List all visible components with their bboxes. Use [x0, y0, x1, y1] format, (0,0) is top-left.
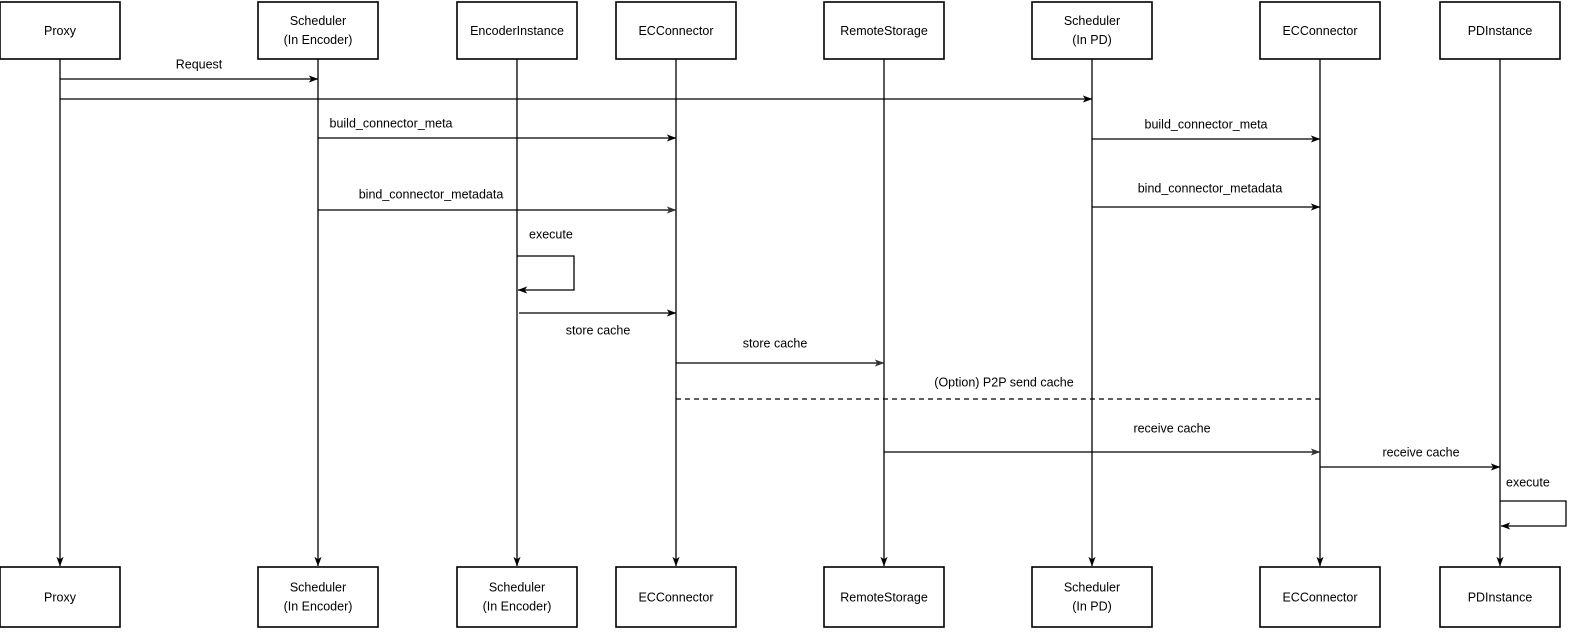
message-label: execute [1506, 475, 1550, 489]
message-bind-connector-metadata-right[interactable]: bind_connector_metadata [1092, 181, 1321, 211]
message-label: store cache [743, 336, 808, 350]
participant-bottom-remote_store_b[interactable]: RemoteStorage [823, 566, 945, 628]
participant-label-line1: Scheduler [290, 580, 346, 594]
participant-top-pd_inst[interactable]: PDInstance [1439, 1, 1561, 60]
messages-group: Request build_connector_meta build_connect… [60, 57, 1567, 530]
participant-box-rect [0, 1, 121, 60]
participant-box-rect [257, 566, 379, 628]
participant-label-line1: Scheduler [489, 580, 545, 594]
message-receive-cache-ecr-to-pd[interactable]: receive cache [1320, 445, 1501, 471]
participant-box-rect [1031, 1, 1153, 60]
participant-label-line1: Proxy [44, 590, 77, 604]
participant-label-line1: ECConnector [638, 590, 713, 604]
message-self-loop-path [517, 255, 575, 294]
participant-box-rect [1439, 1, 1561, 60]
participant-top-sched_pd[interactable]: Scheduler (In PD) [1031, 1, 1153, 60]
message-self-loop-path [1500, 500, 1567, 530]
participant-box-rect [1439, 566, 1561, 628]
participant-label-line1: Scheduler [1064, 580, 1120, 594]
participant-label-line1: EncoderInstance [470, 24, 564, 38]
participant-box-rect [0, 566, 121, 628]
message-p2p-send-cache[interactable]: (Option) P2P send cache [676, 375, 1322, 400]
message-label: (Option) P2P send cache [934, 375, 1073, 389]
participant-label-line1: PDInstance [1468, 590, 1533, 604]
participant-bottom-proxy_b[interactable]: Proxy [0, 566, 121, 628]
participant-label-line1: Scheduler [1064, 14, 1120, 28]
participant-label-line1: ECConnector [638, 24, 713, 38]
participant-box-rect [1259, 1, 1381, 60]
message-label: build_connector_meta [1145, 117, 1268, 131]
participant-label-line1: RemoteStorage [840, 24, 928, 38]
participant-label-line1: ECConnector [1282, 590, 1357, 604]
top-participant-boxes: Proxy Scheduler (In Encoder) EncoderInstanc… [0, 1, 1561, 60]
message-label: receive cache [1382, 445, 1459, 459]
message-receive-cache-remote-to-ecr[interactable]: receive cache [884, 421, 1321, 456]
participant-top-ec_conn_l[interactable]: ECConnector [615, 1, 737, 60]
participant-bottom-sched_enc_b2[interactable]: Scheduler (In Encoder) [456, 566, 578, 628]
participant-label-line1: Scheduler [290, 14, 346, 28]
participant-bottom-sched_pd_b[interactable]: Scheduler (In PD) [1031, 566, 1153, 628]
participant-top-sched_enc[interactable]: Scheduler (In Encoder) [257, 1, 379, 60]
participant-top-remote_store[interactable]: RemoteStorage [823, 1, 945, 60]
participant-bottom-sched_enc_b[interactable]: Scheduler (In Encoder) [257, 566, 379, 628]
participant-label-line1: PDInstance [1468, 24, 1533, 38]
participant-label-line2: (In Encoder) [284, 33, 353, 47]
participant-box-rect [456, 566, 578, 628]
participant-top-proxy[interactable]: Proxy [0, 1, 121, 60]
participant-top-encoder_inst[interactable]: EncoderInstance [456, 1, 578, 60]
message-label: receive cache [1133, 421, 1210, 435]
participant-bottom-ec_conn_l_b[interactable]: ECConnector [615, 566, 737, 628]
participant-label-line1: RemoteStorage [840, 590, 928, 604]
message-build-connector-meta-left[interactable]: build_connector_meta [318, 116, 677, 142]
participant-label-line1: ECConnector [1282, 24, 1357, 38]
participant-box-rect [615, 566, 737, 628]
message-label: bind_connector_metadata [1138, 181, 1283, 195]
message-label: store cache [566, 323, 631, 337]
participant-box-rect [823, 1, 945, 60]
message-store-cache-ec-to-remote[interactable]: store cache [676, 336, 885, 367]
message-store-cache-encoder-to-ec[interactable]: store cache [519, 309, 677, 337]
participant-bottom-ec_conn_r_b[interactable]: ECConnector [1259, 566, 1381, 628]
message-label: execute [529, 227, 573, 241]
message-build-connector-meta-right[interactable]: build_connector_meta [1092, 117, 1321, 143]
bottom-participant-boxes: Proxy Scheduler (In Encoder) Scheduler (In E… [0, 566, 1561, 628]
message-execute-encoder[interactable]: execute [517, 227, 575, 294]
message-execute-pd[interactable]: execute [1500, 475, 1567, 530]
message-label: Request [176, 57, 223, 71]
participant-label-line2: (In Encoder) [483, 599, 552, 613]
participant-label-line2: (In Encoder) [284, 599, 353, 613]
participant-box-rect [456, 1, 578, 60]
participant-label-line2: (In PD) [1072, 33, 1112, 47]
participant-box-rect [1259, 566, 1381, 628]
participant-box-rect [257, 1, 379, 60]
message-bind-connector-metadata-left[interactable]: bind_connector_metadata [318, 187, 677, 214]
participant-box-rect [1031, 566, 1153, 628]
message-label: bind_connector_metadata [359, 187, 504, 201]
participant-box-rect [823, 566, 945, 628]
participant-label-line1: Proxy [44, 24, 77, 38]
participant-top-ec_conn_r[interactable]: ECConnector [1259, 1, 1381, 60]
participant-bottom-pd_inst_b[interactable]: PDInstance [1439, 566, 1561, 628]
message-request[interactable]: Request [60, 57, 319, 83]
message-label: build_connector_meta [330, 116, 453, 130]
lifelines-group [56, 59, 1504, 567]
participant-label-line2: (In PD) [1072, 599, 1112, 613]
